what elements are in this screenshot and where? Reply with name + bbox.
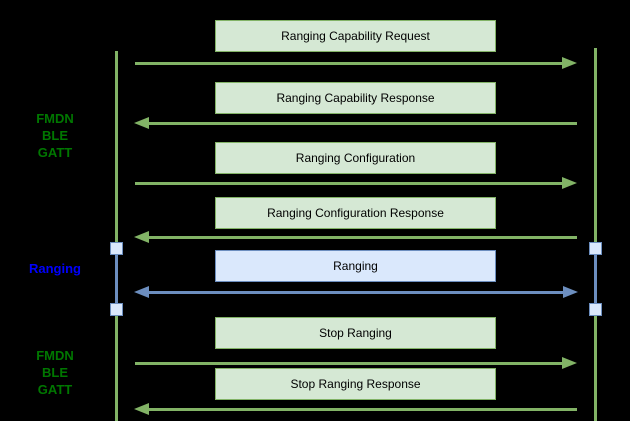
activation-square-left-top <box>110 242 123 255</box>
section-label-line: GATT <box>37 382 73 397</box>
message-box-ranging: Ranging <box>215 250 496 282</box>
section-label-line: BLE <box>42 365 68 380</box>
message-box-stop-ranging-response: Stop Ranging Response <box>215 368 496 400</box>
activation-square-left-bottom <box>110 303 123 316</box>
arrow-shaft <box>135 361 563 365</box>
activation-segment-left <box>115 255 118 303</box>
activation-segment-right <box>594 255 597 303</box>
arrow-shaft <box>149 290 564 294</box>
arrowhead-left-icon <box>134 117 149 129</box>
section-label-line: GATT <box>37 145 73 160</box>
section-label-line: FMDN <box>36 111 74 126</box>
arrowhead-right-icon <box>562 57 577 69</box>
lifeline-left <box>115 51 118 421</box>
activation-square-right-bottom <box>589 303 602 316</box>
arrow-shaft <box>149 235 577 239</box>
arrow-shaft <box>135 61 563 65</box>
section-label-ranging: Ranging <box>10 260 100 277</box>
message-box-ranging-configuration: Ranging Configuration <box>215 142 496 174</box>
message-box-ranging-capability-request: Ranging Capability Request <box>215 20 496 52</box>
arrowhead-right-icon <box>562 177 577 189</box>
arrowhead-right-icon <box>563 286 578 298</box>
arrowhead-left-icon <box>134 286 149 298</box>
section-label-line: FMDN <box>36 348 74 363</box>
section-label-line: BLE <box>42 128 68 143</box>
message-box-ranging-configuration-response: Ranging Configuration Response <box>215 197 496 229</box>
activation-square-right-top <box>589 242 602 255</box>
section-label-fmdn-ble-gatt-top: FMDN BLE GATT <box>10 110 100 161</box>
arrowhead-left-icon <box>134 403 149 415</box>
arrow-shaft <box>135 181 563 185</box>
arrow-shaft <box>149 121 577 125</box>
message-box-stop-ranging: Stop Ranging <box>215 317 496 349</box>
section-label-fmdn-ble-gatt-bottom: FMDN BLE GATT <box>10 347 100 398</box>
message-box-ranging-capability-response: Ranging Capability Response <box>215 82 496 114</box>
arrow-shaft <box>149 407 577 411</box>
arrowhead-right-icon <box>562 357 577 369</box>
section-label-line: Ranging <box>29 261 81 276</box>
arrowhead-left-icon <box>134 231 149 243</box>
lifeline-right <box>594 48 597 421</box>
